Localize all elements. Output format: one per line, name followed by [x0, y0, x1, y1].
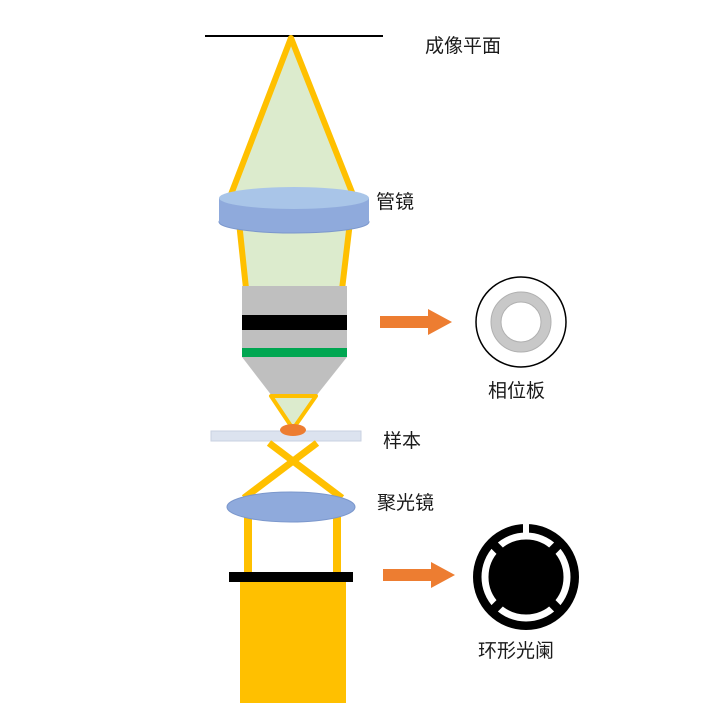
label-condenser: 聚光镜 — [377, 492, 434, 514]
tube-lens-top — [219, 187, 369, 209]
cross-beam-right — [241, 440, 320, 501]
phase-plate-ring-outer-edge — [490, 291, 552, 353]
label-sample: 样本 — [383, 430, 421, 452]
label-tube-lens: 管镜 — [376, 191, 414, 213]
phase-plate-ring — [491, 292, 551, 352]
arrow-to-annular-diaphragm — [383, 562, 455, 588]
arrow-to-phase-plate — [380, 309, 452, 335]
objective-nose-cone — [242, 357, 347, 396]
annular-tick-lower-left — [487, 596, 507, 616]
tube-lens — [218, 187, 370, 234]
arrow-body — [383, 569, 431, 581]
specimen-dot — [280, 424, 306, 436]
sample-slide — [210, 424, 362, 442]
annular-diaphragm-disc — [473, 524, 579, 630]
objective-black-band — [242, 315, 347, 330]
annular-diaphragm-ring — [481, 532, 571, 622]
label-phase-plate: 相位板 — [488, 380, 545, 402]
annular-diaphragm — [473, 519, 579, 630]
arrow-body — [380, 316, 428, 328]
vertical-beam-right — [333, 510, 341, 574]
annular-tick-upper-right — [545, 538, 565, 558]
cross-beam-left — [266, 440, 345, 501]
diaphragm-bar — [229, 572, 353, 582]
focus-cone — [269, 394, 318, 431]
objective-green-band — [242, 348, 347, 357]
objective-lens — [242, 286, 347, 396]
annular-tick-lower-right — [545, 596, 565, 616]
phase-plate — [475, 276, 567, 368]
vertical-beam-left — [244, 510, 252, 574]
phase-plate-outer — [475, 276, 567, 368]
annular-tick-upper-left — [487, 538, 507, 558]
label-annular-diaphragm: 环形光阑 — [478, 640, 554, 662]
arrow-head — [431, 562, 455, 588]
upper-beam-cone — [222, 35, 362, 213]
arrow-head — [428, 309, 452, 335]
condenser-lens — [226, 491, 356, 523]
phase-plate-ring-inner-edge — [500, 301, 542, 343]
label-imaging-plane: 成像平面 — [425, 35, 501, 57]
illumination-beam-block — [240, 582, 346, 703]
